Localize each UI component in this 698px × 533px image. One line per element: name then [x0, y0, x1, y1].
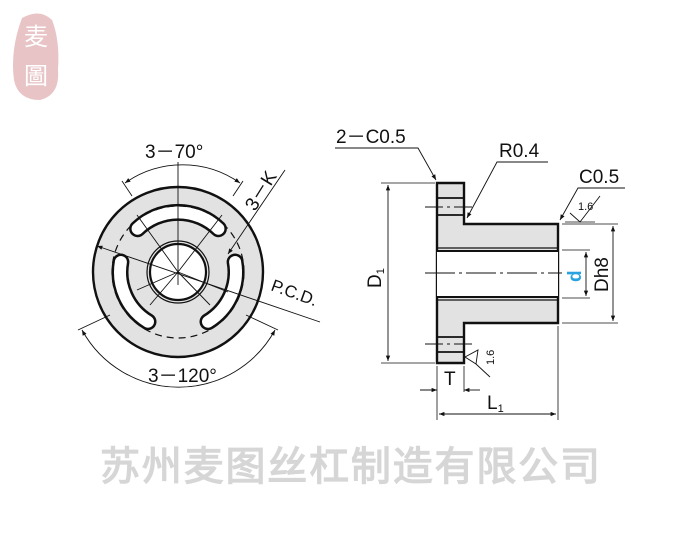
- side-view: [335, 147, 625, 420]
- d1-label: D1: [365, 268, 387, 288]
- slot-angle-label: 3－70°: [145, 142, 203, 163]
- slot-width-label: 3－K: [241, 167, 281, 214]
- roughness-top-label: 1.6: [578, 201, 593, 213]
- seal-char-2: 圖: [24, 62, 48, 90]
- end-chamfer-label: C0.5: [579, 167, 619, 188]
- side-view-labels: 2－C0.5 R0.4 C0.5 1.6 1.6 D1 Dh8 d T L1: [336, 127, 619, 415]
- fillet-label: R0.4: [499, 141, 540, 162]
- watermark: 苏州麦图丝杠制造有限公司: [100, 444, 600, 490]
- slot-spacing-label: 3－120°: [148, 366, 217, 387]
- pcd-label: P.C.D.: [269, 276, 320, 310]
- t-label: T: [444, 369, 456, 390]
- d-label: d: [565, 270, 586, 282]
- roughness-flange-label: 1.6: [485, 350, 497, 365]
- seal-logo: 麦 圖: [13, 13, 59, 101]
- flange-chamfer-label: 2－C0.5: [336, 127, 406, 148]
- seal-char-1: 麦: [24, 23, 48, 51]
- pcd-circle: [111, 205, 245, 339]
- front-view: [77, 162, 321, 388]
- l1-label: L1: [487, 393, 504, 415]
- dh8-label: Dh8: [592, 257, 613, 292]
